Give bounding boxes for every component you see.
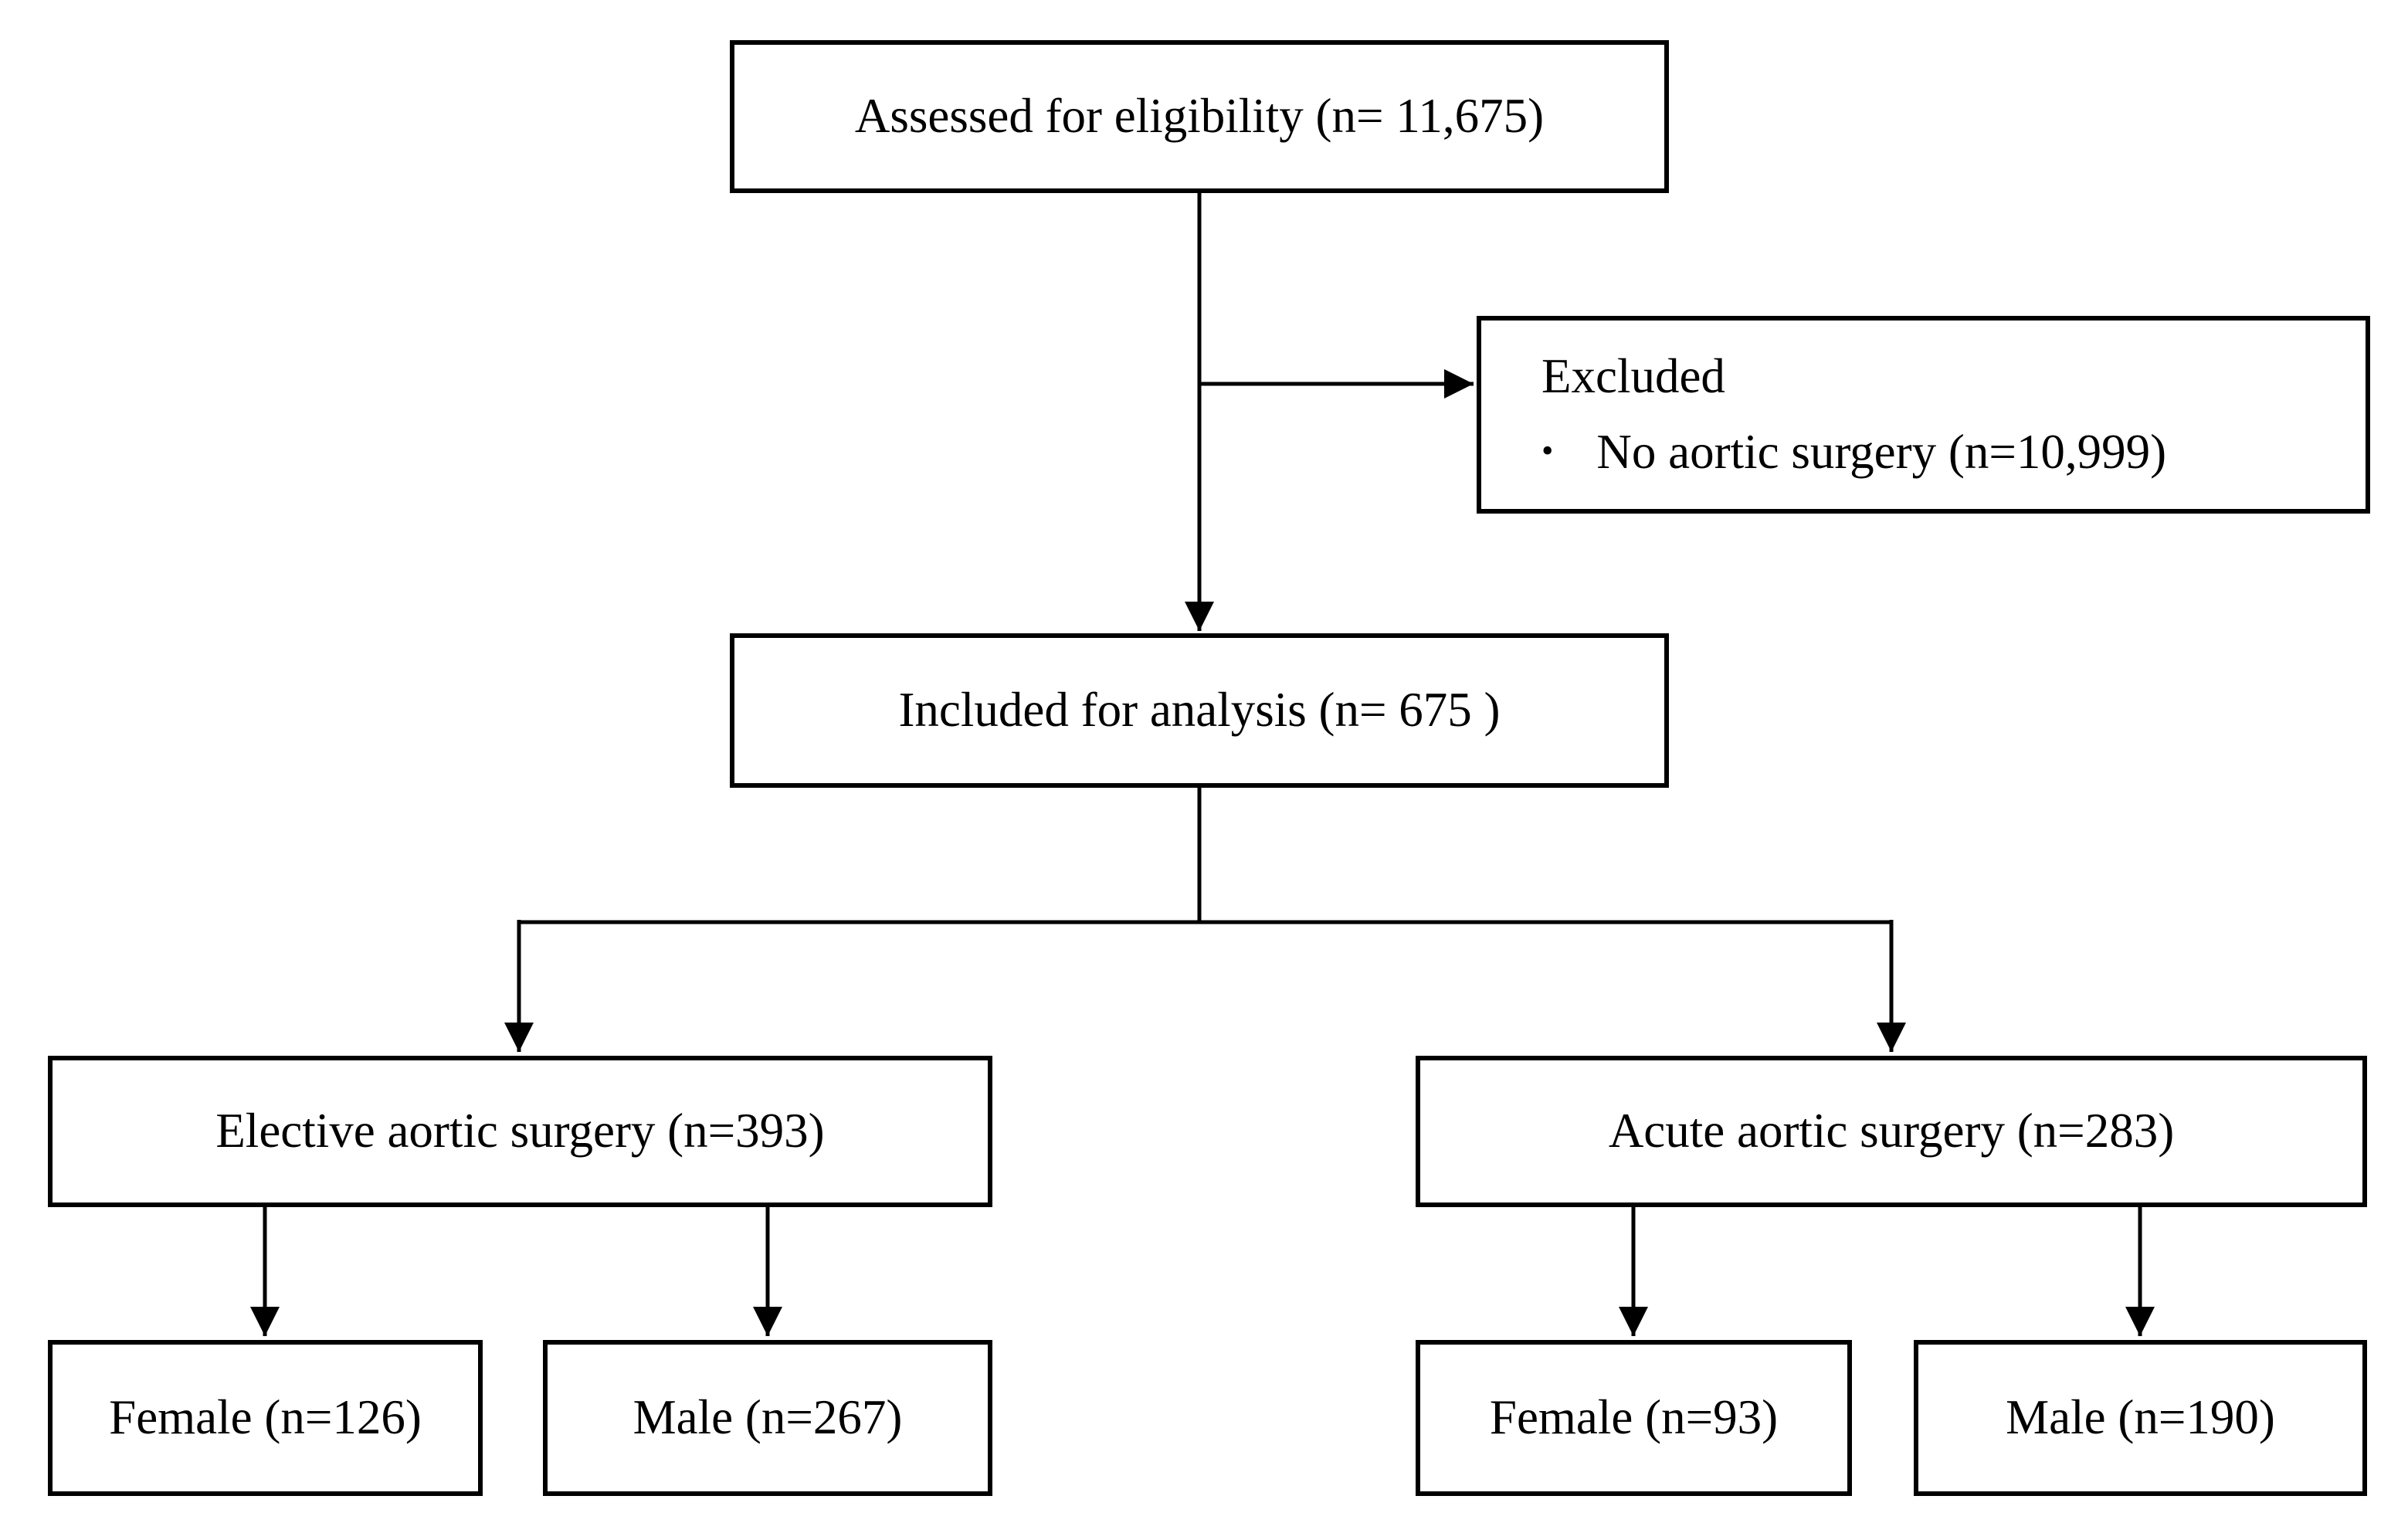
node-elective-male: Male (n=267): [543, 1340, 992, 1496]
node-acute-male: Male (n=190): [1914, 1340, 2367, 1496]
node-acute-aortic-surgery: Acute aortic surgery (n=283): [1416, 1056, 2367, 1207]
node-acute-label: Acute aortic surgery (n=283): [1608, 1104, 2175, 1158]
node-elective-aortic-surgery: Elective aortic surgery (n=393): [48, 1056, 992, 1207]
node-acute-female-label: Female (n=93): [1489, 1390, 1779, 1445]
node-acute-female: Female (n=93): [1416, 1340, 1852, 1496]
node-excluded-heading: Excluded: [1541, 349, 1725, 404]
node-excluded: Excluded • No aortic surgery (n=10,999): [1477, 316, 2370, 514]
node-excluded-bullet-label: No aortic surgery (n=10,999): [1596, 425, 2167, 479]
node-excluded-bullet-row: • No aortic surgery (n=10,999): [1541, 421, 2166, 484]
node-elective-female-label: Female (n=126): [109, 1390, 422, 1445]
node-elective-female: Female (n=126): [48, 1340, 483, 1496]
node-assessed-label: Assessed for eligibility (n= 11,675): [854, 89, 1545, 144]
node-acute-male-label: Male (n=190): [2006, 1390, 2275, 1445]
bullet-icon: •: [1541, 432, 1554, 470]
node-included-label: Included for analysis (n= 675 ): [898, 683, 1501, 738]
node-assessed-for-eligibility: Assessed for eligibility (n= 11,675): [730, 40, 1669, 193]
node-included-for-analysis: Included for analysis (n= 675 ): [730, 633, 1669, 788]
node-elective-male-label: Male (n=267): [633, 1390, 903, 1445]
node-elective-label: Elective aortic surgery (n=393): [215, 1104, 825, 1158]
